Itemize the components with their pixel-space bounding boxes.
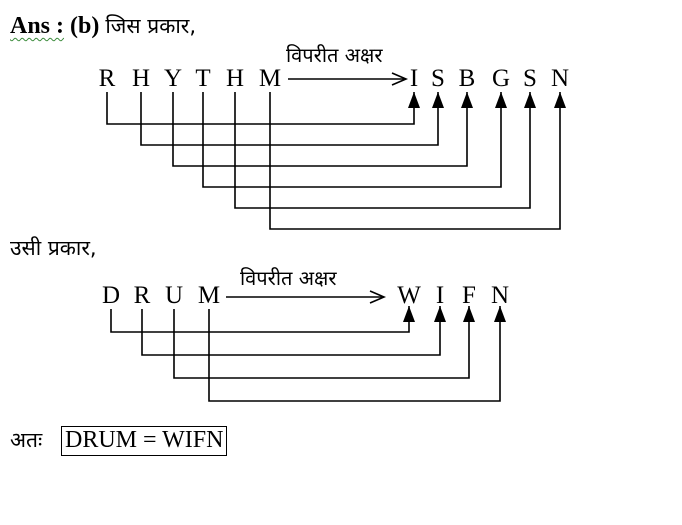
d2-source-letter: U (165, 282, 183, 309)
d2-target-letter: F (462, 282, 476, 309)
d1-target-letter: N (551, 65, 569, 92)
d1-source-letter: H (226, 65, 244, 92)
final-answer-box: DRUM = WIFN (61, 426, 228, 457)
d1-connector-arrowhead (461, 92, 473, 108)
d1-connector-arrowhead (495, 92, 507, 108)
d1-target-letter: G (492, 65, 510, 92)
d1-connector-line (106, 92, 415, 125)
d1-source-letter: Y (164, 65, 182, 92)
d2-source-letter: D (102, 282, 120, 309)
d2-connector-arrowhead (494, 306, 506, 322)
d1-source-letter: M (259, 65, 281, 92)
d1-source-letter: H (132, 65, 150, 92)
d2-connector-arrowhead (463, 306, 475, 322)
diagram-2-arrow-label: विपरीत अक्षर (240, 266, 337, 290)
diagram-1-arrow-label: विपरीत अक्षर (286, 43, 383, 67)
d2-target-letter: W (397, 282, 421, 309)
d1-connector-arrowhead (524, 92, 536, 108)
d1-target-letter: B (459, 65, 476, 92)
d1-target-letter: I (410, 65, 418, 92)
diagram-2-connectors (110, 306, 506, 402)
d2-source-letter: R (134, 282, 151, 309)
d2-target-letter: N (491, 282, 509, 309)
d1-connector-arrowhead (554, 92, 566, 108)
d1-connector-line (269, 92, 561, 230)
diagram-2-main-arrowhead (369, 290, 387, 304)
d2-connector-arrowhead (403, 306, 415, 322)
d1-source-letter: R (99, 65, 116, 92)
d1-connector-arrowhead (408, 92, 420, 108)
d1-connector-line (234, 92, 531, 209)
d1-connector-line (172, 92, 468, 167)
d1-connector-line (202, 92, 502, 188)
middle-text: उसी प्रकार, (10, 236, 97, 260)
option-label: (b) (70, 13, 100, 39)
d1-connector-line (140, 92, 439, 146)
d2-target-letter: I (436, 282, 444, 309)
d2-source-letter: M (198, 282, 220, 309)
d2-connector-arrowhead (434, 306, 446, 322)
answer-header: Ans : (b) जिस प्रकार, (10, 14, 196, 38)
d1-target-letter: S (431, 65, 445, 92)
d1-connector-arrowhead (432, 92, 444, 108)
d2-connector-line (110, 306, 410, 333)
d2-connector-line (208, 306, 501, 402)
conclusion-label: अतः (10, 428, 43, 452)
d2-connector-line (173, 306, 470, 379)
d2-connector-line (141, 306, 441, 356)
d1-target-letter: S (523, 65, 537, 92)
intro-text: जिस प्रकार, (105, 14, 197, 38)
diagram-1-main-arrowhead (391, 72, 409, 86)
ans-label: Ans : (10, 13, 65, 39)
d1-source-letter: T (195, 65, 210, 92)
diagram-1-connectors (106, 92, 566, 230)
